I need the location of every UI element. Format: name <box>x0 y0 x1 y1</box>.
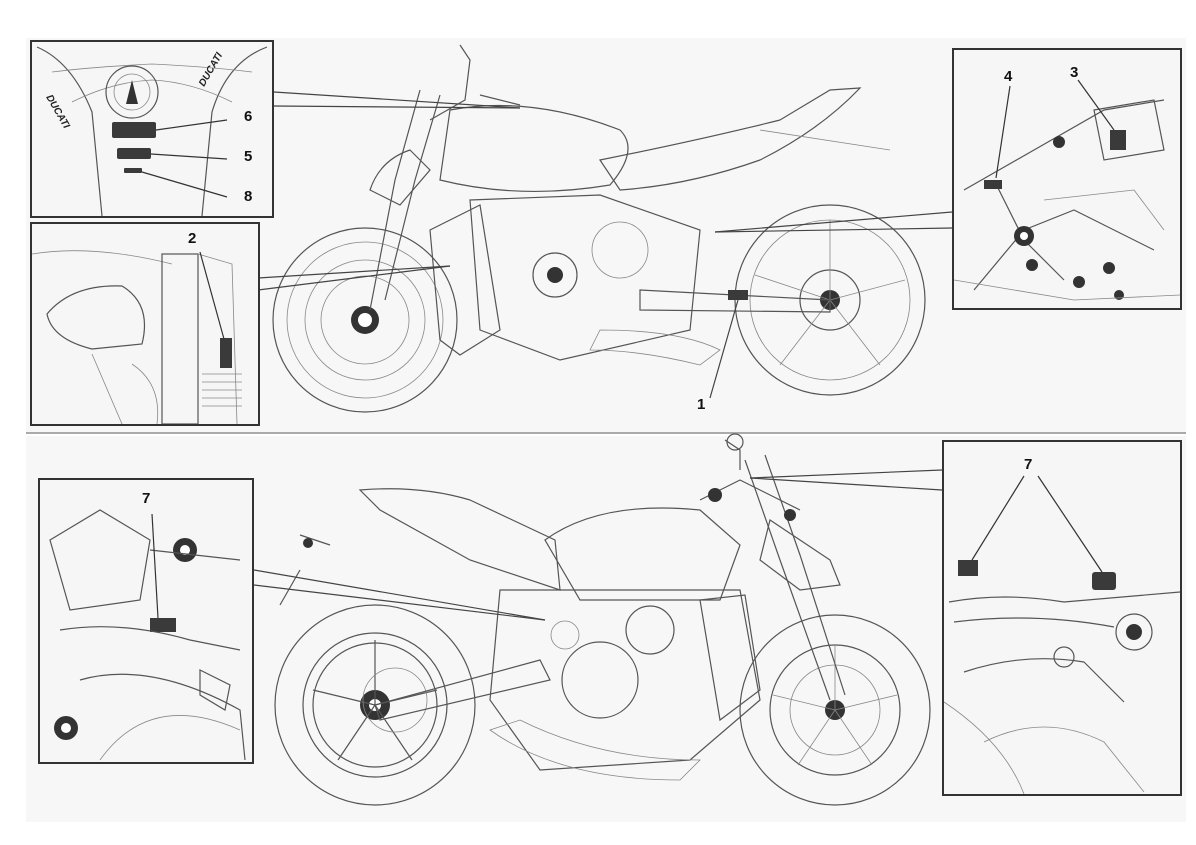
top-front-wheel <box>272 227 458 413</box>
callout-8: 8 <box>244 188 253 205</box>
label-8-marker <box>124 168 142 173</box>
bottom-motorcycle <box>274 433 931 806</box>
fuel-cap-icon <box>126 80 138 104</box>
callout-4: 4 <box>1004 68 1013 85</box>
handlebar-reservoirs-svg <box>944 475 1180 794</box>
label-1-marker <box>728 290 748 300</box>
label-7-left-marker <box>150 618 176 632</box>
label-3-marker <box>1110 130 1126 150</box>
inset-fork-detail: 2 <box>30 222 260 426</box>
callout-5: 5 <box>244 148 253 165</box>
inset-handlebar-reservoirs: 7 <box>942 440 1182 796</box>
label-7-right-marker-a <box>958 560 978 576</box>
callout-1: 1 <box>697 396 706 413</box>
tank-brand-right: DUCATI <box>197 51 225 89</box>
label-4-marker <box>984 180 1002 189</box>
bottom-leader-lines <box>253 469 943 621</box>
callout-2: 2 <box>188 230 197 247</box>
tank-brand-left: DUCATI <box>43 93 71 131</box>
callout-6: 6 <box>244 108 253 125</box>
inset-subframe: 3 4 <box>952 48 1182 310</box>
inset-tank-top: DUCATI DUCATI 6 5 8 <box>30 40 274 218</box>
rear-reservoir-svg <box>49 509 246 761</box>
label-6-marker <box>112 122 156 138</box>
tank-top-svg: DUCATI DUCATI <box>36 46 268 216</box>
bottom-rear-wheel <box>274 604 476 806</box>
subframe-svg <box>954 79 1180 301</box>
callout-3: 3 <box>1070 64 1079 81</box>
label-5-marker <box>117 148 151 159</box>
label-7-right-marker-b <box>1092 572 1116 590</box>
bottom-front-wheel <box>739 614 931 806</box>
top-motorcycle <box>272 44 926 413</box>
label-2-marker <box>220 338 232 368</box>
top-leader-lines <box>257 91 953 399</box>
inset-rear-reservoir: 7 <box>38 478 254 764</box>
callout-7-left: 7 <box>142 490 151 507</box>
fork-detail-svg <box>32 250 242 424</box>
fuel-cap <box>105 65 159 119</box>
callout-7-right: 7 <box>1024 456 1033 473</box>
